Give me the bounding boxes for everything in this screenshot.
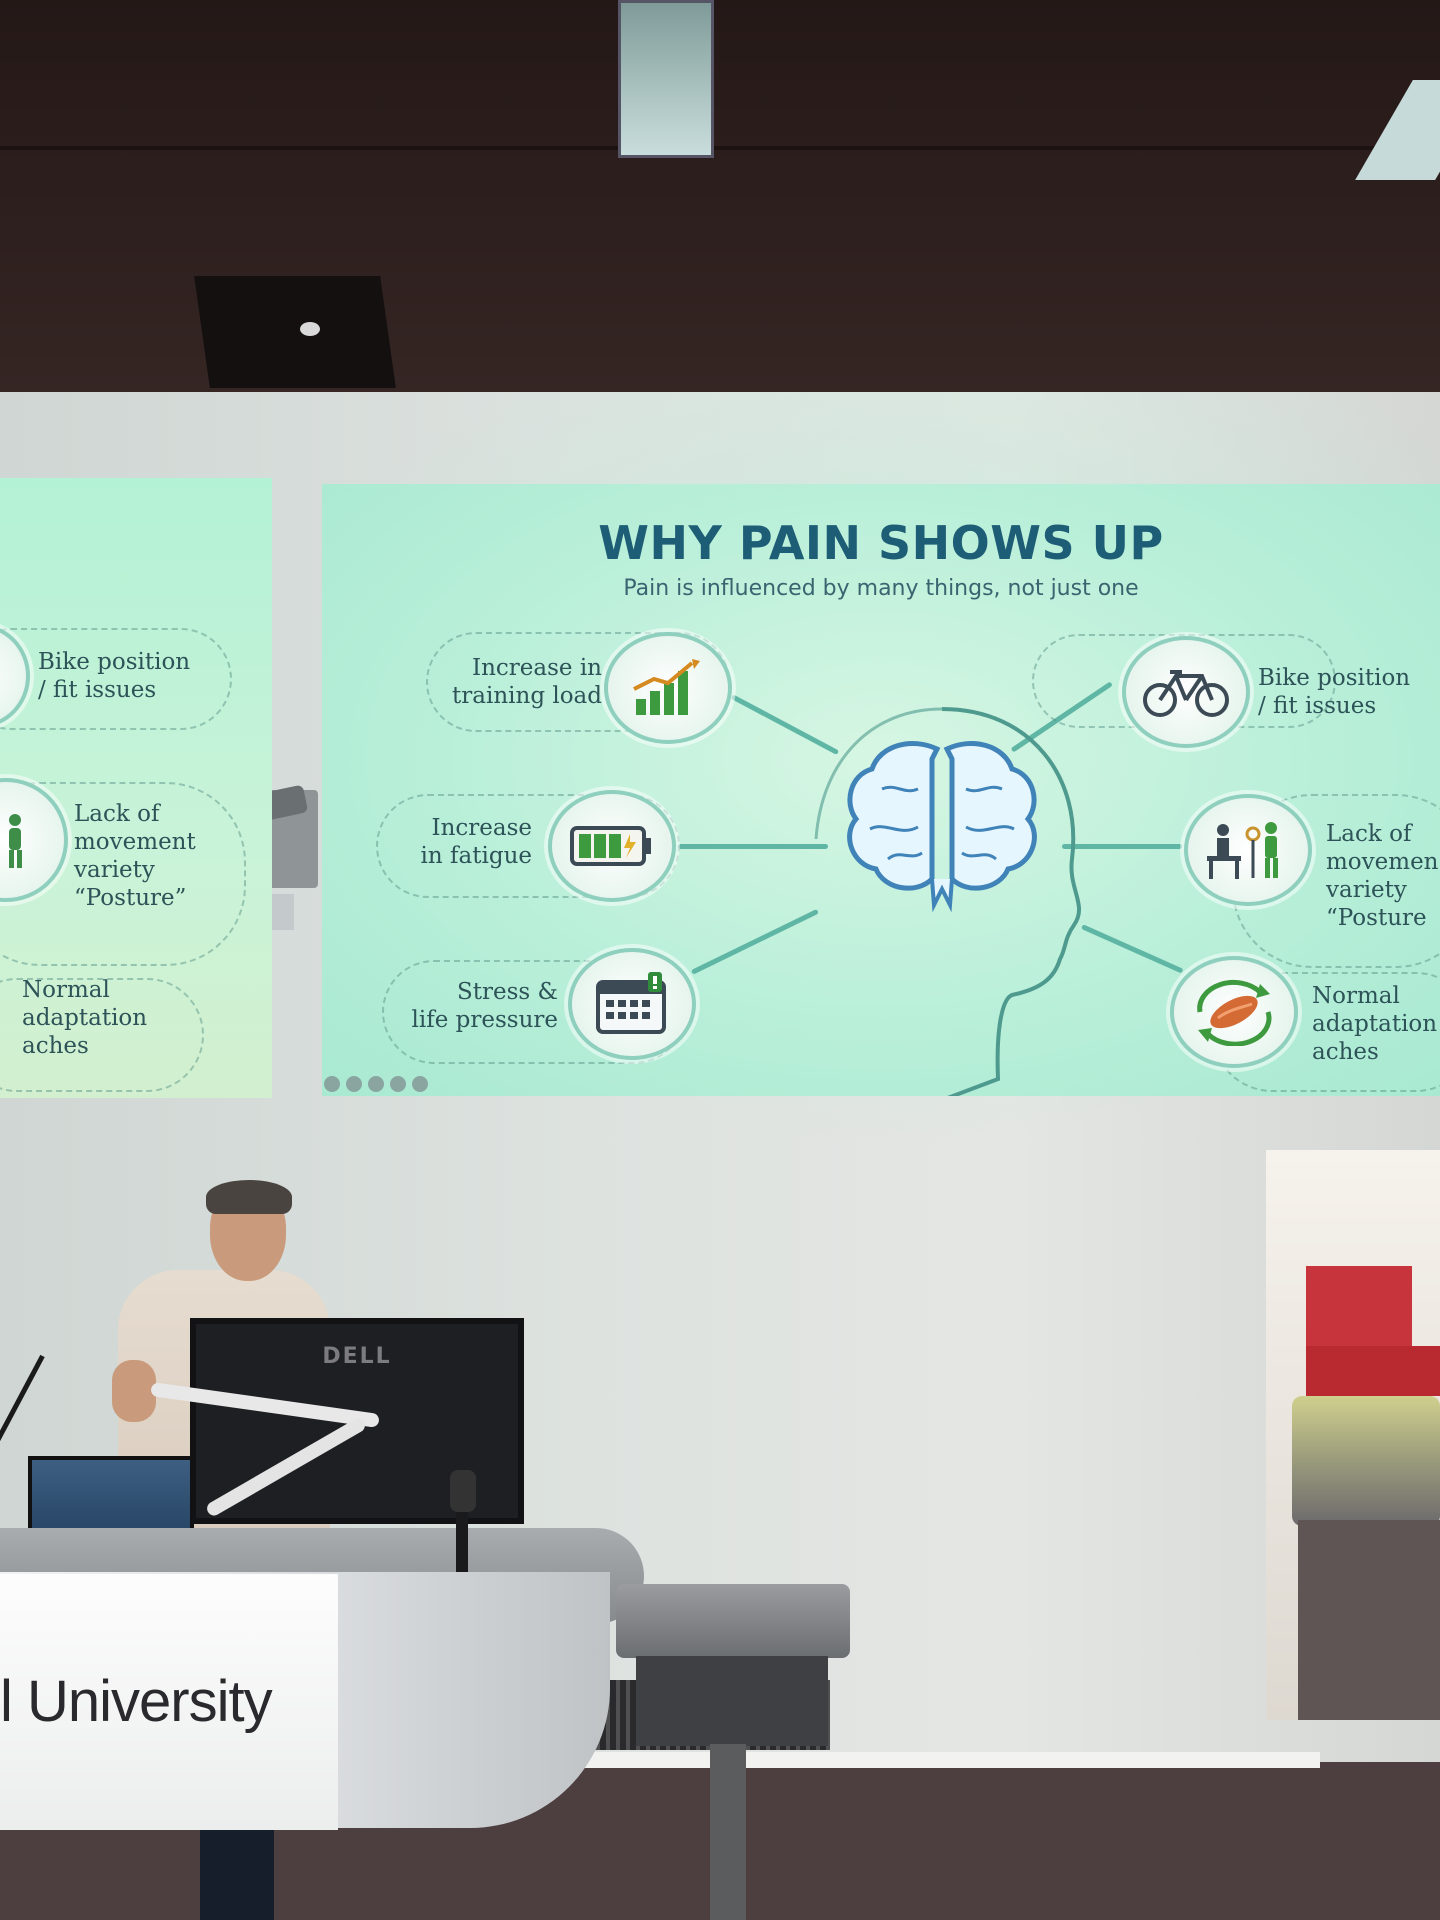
factor-label-training: Increase in training load [452, 655, 602, 709]
connector-line [1062, 844, 1182, 849]
monitor-brand: DELL [322, 1344, 392, 1369]
doorway-sofa [1292, 1396, 1440, 1526]
pen-icon[interactable] [346, 1076, 362, 1092]
lectern-panel [0, 1574, 338, 1830]
doorway-carpet [1298, 1520, 1440, 1720]
slide-title: WHY PAIN SHOWS UP [598, 516, 1164, 570]
bicycle-icon [1122, 636, 1250, 748]
side-projection-screen: Bike position / fit issues Lack of movem… [0, 478, 272, 1098]
ceiling-speaker [300, 322, 320, 336]
battery-icon [548, 790, 676, 902]
side-table-box [636, 1656, 828, 1746]
factor-label-bike: Bike position / fit issues [1258, 665, 1411, 719]
presenter-legs [200, 1820, 274, 1920]
ceiling-seam [0, 146, 1440, 150]
factor-bubble [376, 794, 680, 898]
side-bubble-1 [0, 628, 232, 730]
sitting-walking-icon [1184, 794, 1312, 906]
microphone [450, 1470, 476, 1512]
more-icon[interactable] [390, 1076, 406, 1092]
ceiling-light [618, 0, 714, 158]
forward-icon[interactable] [412, 1076, 428, 1092]
main-projection-screen: WHY PAIN SHOWS UP Pain is influenced by … [322, 484, 1440, 1096]
brain-head-icon [814, 707, 1081, 1096]
baseboard [400, 1752, 1320, 1768]
slide-toolbar [324, 1076, 428, 1092]
slide-subtitle: Pain is influenced by many things, not j… [623, 576, 1139, 601]
connector-line [678, 844, 828, 849]
bar-chart-icon [604, 632, 732, 744]
side-label-movement: Lack of movement variety “Posture” [74, 801, 196, 911]
presenter-cap [206, 1180, 292, 1214]
side-label-bike: Bike position / fit issues [38, 649, 191, 703]
zoom-icon[interactable] [368, 1076, 384, 1092]
side-label-normal: Normal adaptation aches [22, 977, 148, 1059]
factor-label-normal: Normal adaptation aches [1312, 983, 1438, 1065]
side-table-pole [710, 1744, 746, 1920]
calendar-icon [568, 948, 696, 1060]
presenter-hand [112, 1360, 156, 1422]
factor-label-movement: Lack of movemen variety “Posture [1326, 821, 1439, 931]
muscle-cycle-icon [1170, 956, 1298, 1068]
connector-line [1080, 924, 1184, 974]
ceiling-vent [194, 276, 396, 388]
factor-label-fatigue: Increase in fatigue [420, 815, 532, 869]
podium-sign: l University [0, 1669, 273, 1734]
side-bubble-3 [0, 978, 204, 1092]
side-bubble-2 [0, 782, 246, 966]
doorway-red-cabinets [1306, 1266, 1412, 1346]
side-table-top [616, 1584, 850, 1658]
doorway-counter [1306, 1346, 1440, 1396]
back-icon[interactable] [324, 1076, 340, 1092]
wall-tag [272, 894, 294, 930]
factor-label-stress: Stress & life pressure [411, 979, 558, 1033]
